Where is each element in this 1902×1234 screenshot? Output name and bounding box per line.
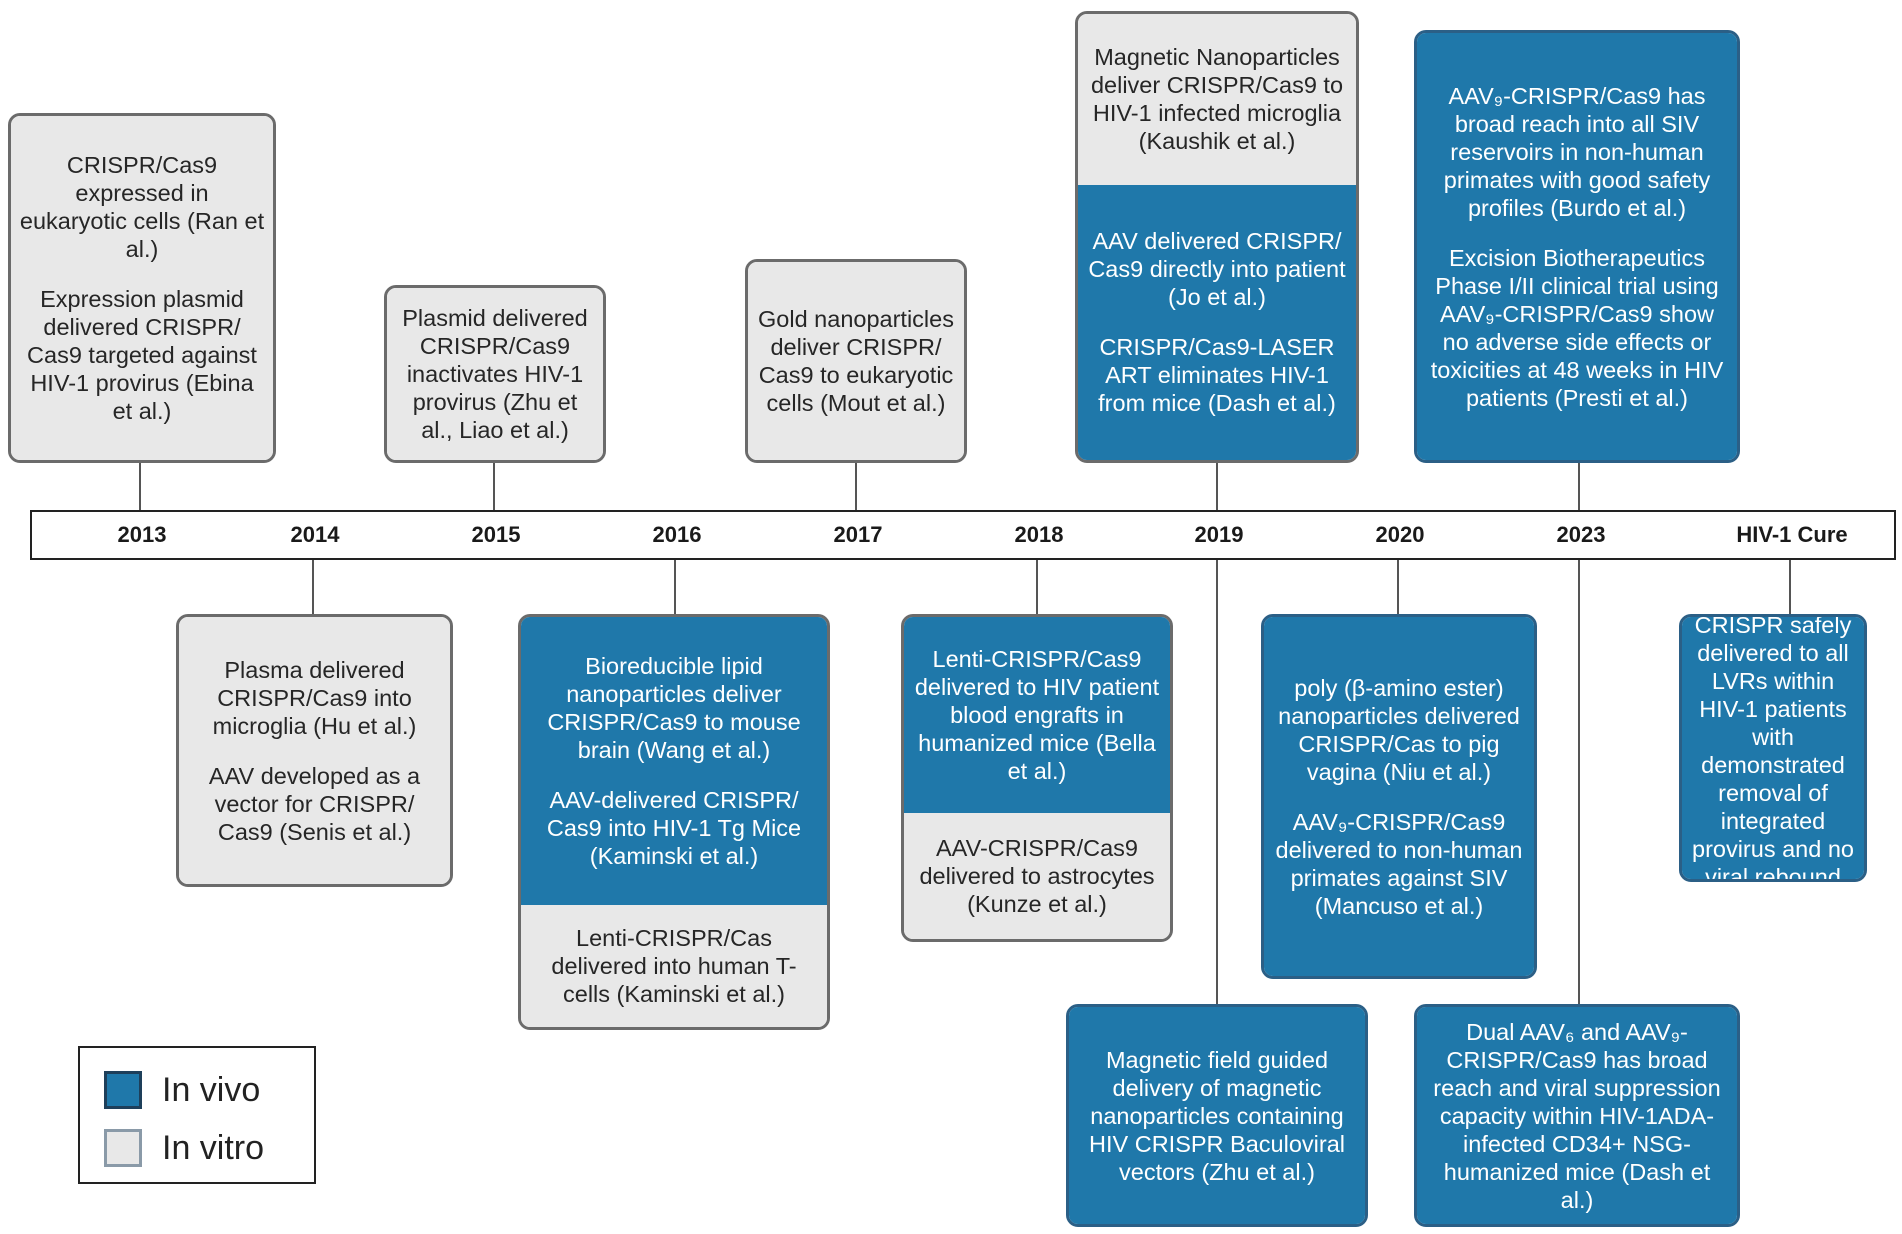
event-description: Magnetic field guided delivery of magnet… bbox=[1089, 1046, 1345, 1185]
timeline-connector bbox=[674, 560, 676, 614]
event-description: Dual AAV₆ and AAV₉-CRISPR/Cas9 has broad… bbox=[1433, 1018, 1721, 1213]
event-description: Lenti-CRISPR/Cas delivered into human T-… bbox=[551, 924, 797, 1007]
in-vivo-section: AAV delivered CRISPR/ Cas9 directly into… bbox=[1078, 184, 1356, 460]
timeline-connector bbox=[1578, 463, 1580, 510]
event-description: Magnetic Nanoparticles deliver CRISPR/Ca… bbox=[1090, 44, 1344, 155]
event-description: Plasmid delivered CRISPR/Cas9 inactivate… bbox=[402, 305, 588, 443]
timeline-connector bbox=[855, 463, 857, 510]
year-label-2018: 2018 bbox=[1014, 522, 1064, 547]
event-description: Plasma delivered CRISPR/Cas9 into microg… bbox=[212, 656, 417, 739]
timeline-connector bbox=[312, 560, 314, 614]
in-vivo-section: Bioreducible lipid nanoparticles deliver… bbox=[521, 617, 827, 905]
event-box-2014: Plasma delivered CRISPR/Cas9 into microg… bbox=[176, 614, 453, 887]
event-description: CRISPR/Cas9 expressed in eukaryotic cell… bbox=[19, 152, 265, 262]
in-vivo-section: Lenti-CRISPR/Cas9 delivered to HIV patie… bbox=[904, 617, 1170, 814]
event-description: Lenti-CRISPR/Cas9 delivered to HIV patie… bbox=[914, 646, 1160, 785]
event-box-2019: Magnetic Nanoparticles deliver CRISPR/Ca… bbox=[1075, 11, 1359, 463]
timeline-connector bbox=[1216, 463, 1218, 510]
event-description: Excision Biotherapeutics Phase I/II clin… bbox=[1430, 244, 1724, 411]
event-description: CRISPR safely delivered to all LVRs with… bbox=[1692, 614, 1854, 882]
timeline-connector bbox=[1397, 560, 1399, 614]
event-description: AAV-CRISPR/Cas9 delivered to astrocytes … bbox=[919, 835, 1155, 918]
event-box-2015: Plasmid delivered CRISPR/Cas9 inactivate… bbox=[384, 285, 606, 463]
event-box-2017: Gold nanoparticles deliver CRISPR/ Cas9 … bbox=[745, 259, 967, 463]
legend-swatch-in-vivo bbox=[104, 1071, 142, 1109]
event-description: Bioreducible lipid nanoparticles deliver… bbox=[547, 652, 801, 763]
in-vivo-section: AAV₉-CRISPR/Cas9 has broad reach into al… bbox=[1417, 33, 1737, 460]
event-description: AAV developed as a vector for CRISPR/ Ca… bbox=[208, 762, 421, 845]
timeline-connector bbox=[1789, 560, 1791, 614]
year-label-hiv-1-cure: HIV-1 Cure bbox=[1736, 522, 1848, 547]
legend-item-in-vitro: In vitro bbox=[104, 1126, 264, 1170]
in-vitro-section: Lenti-CRISPR/Cas delivered into human T-… bbox=[521, 904, 827, 1027]
legend-swatch-in-vitro bbox=[104, 1129, 142, 1167]
legend-label-in-vivo: In vivo bbox=[162, 1070, 261, 1109]
legend-item-in-vivo: In vivo bbox=[104, 1068, 260, 1112]
in-vivo-section: CRISPR safely delivered to all LVRs with… bbox=[1682, 614, 1864, 882]
event-box-2023: AAV₉-CRISPR/Cas9 has broad reach into al… bbox=[1414, 30, 1740, 463]
timeline-connector bbox=[493, 463, 495, 510]
event-box-2020: poly (β-amino ester) nanoparticles deliv… bbox=[1261, 614, 1537, 979]
timeline-connector bbox=[139, 463, 141, 510]
timeline-connector bbox=[1216, 560, 1218, 1004]
event-description: poly (β-amino ester) nanoparticles deliv… bbox=[1278, 674, 1520, 785]
in-vivo-section: Magnetic field guided delivery of magnet… bbox=[1069, 1007, 1365, 1224]
year-label-2019: 2019 bbox=[1194, 522, 1244, 547]
in-vivo-section: poly (β-amino ester) nanoparticles deliv… bbox=[1264, 617, 1534, 976]
in-vivo-section: Dual AAV₆ and AAV₉-CRISPR/Cas9 has broad… bbox=[1417, 1007, 1737, 1224]
year-label-2023: 2023 bbox=[1556, 522, 1606, 547]
in-vitro-section: Magnetic Nanoparticles deliver CRISPR/Ca… bbox=[1078, 14, 1356, 185]
in-vitro-section: Gold nanoparticles deliver CRISPR/ Cas9 … bbox=[748, 262, 964, 460]
event-description: Expression plasmid delivered CRISPR/ Cas… bbox=[27, 286, 257, 424]
in-vitro-section: AAV-CRISPR/Cas9 delivered to astrocytes … bbox=[904, 813, 1170, 939]
event-description: Gold nanoparticles deliver CRISPR/ Cas9 … bbox=[758, 306, 954, 416]
year-label-2020: 2020 bbox=[1375, 522, 1425, 547]
legend-label-in-vitro: In vitro bbox=[162, 1128, 265, 1167]
timeline-bar: 2013 2014 2015 2016 2017 2018 2019 2020 2023 HIV-… bbox=[30, 510, 1896, 560]
timeline-connector bbox=[1578, 560, 1580, 1004]
legend: In vivo In vitro bbox=[78, 1046, 316, 1184]
year-label-2013: 2013 bbox=[117, 522, 167, 547]
event-box-2016: Bioreducible lipid nanoparticles deliver… bbox=[518, 614, 830, 1030]
year-label-2014: 2014 bbox=[290, 522, 340, 547]
event-description: AAV₉-CRISPR/Cas9 delivered to non-human … bbox=[1275, 808, 1523, 919]
event-box-2023: Dual AAV₆ and AAV₉-CRISPR/Cas9 has broad… bbox=[1414, 1004, 1740, 1227]
event-description: AAV-delivered CRISPR/ Cas9 into HIV-1 Tg… bbox=[546, 786, 802, 869]
year-label-2017: 2017 bbox=[833, 522, 883, 547]
year-label-2016: 2016 bbox=[652, 522, 702, 547]
event-box-2013: CRISPR/Cas9 expressed in eukaryotic cell… bbox=[8, 113, 276, 463]
event-description: CRISPR/Cas9-LASER ART eliminates HIV-1 f… bbox=[1098, 334, 1336, 417]
in-vitro-section: Plasma delivered CRISPR/Cas9 into microg… bbox=[179, 617, 450, 884]
event-box-2018: Lenti-CRISPR/Cas9 delivered to HIV patie… bbox=[901, 614, 1173, 942]
event-description: AAV delivered CRISPR/ Cas9 directly into… bbox=[1088, 228, 1346, 311]
event-box-hiv-1-cure: CRISPR safely delivered to all LVRs with… bbox=[1679, 614, 1867, 882]
event-box-2019: Magnetic field guided delivery of magnet… bbox=[1066, 1004, 1368, 1227]
event-description: AAV₉-CRISPR/Cas9 has broad reach into al… bbox=[1443, 82, 1711, 221]
in-vitro-section: Plasmid delivered CRISPR/Cas9 inactivate… bbox=[387, 288, 603, 460]
year-label-2015: 2015 bbox=[471, 522, 521, 547]
timeline-connector bbox=[1036, 560, 1038, 614]
in-vitro-section: CRISPR/Cas9 expressed in eukaryotic cell… bbox=[11, 116, 273, 460]
